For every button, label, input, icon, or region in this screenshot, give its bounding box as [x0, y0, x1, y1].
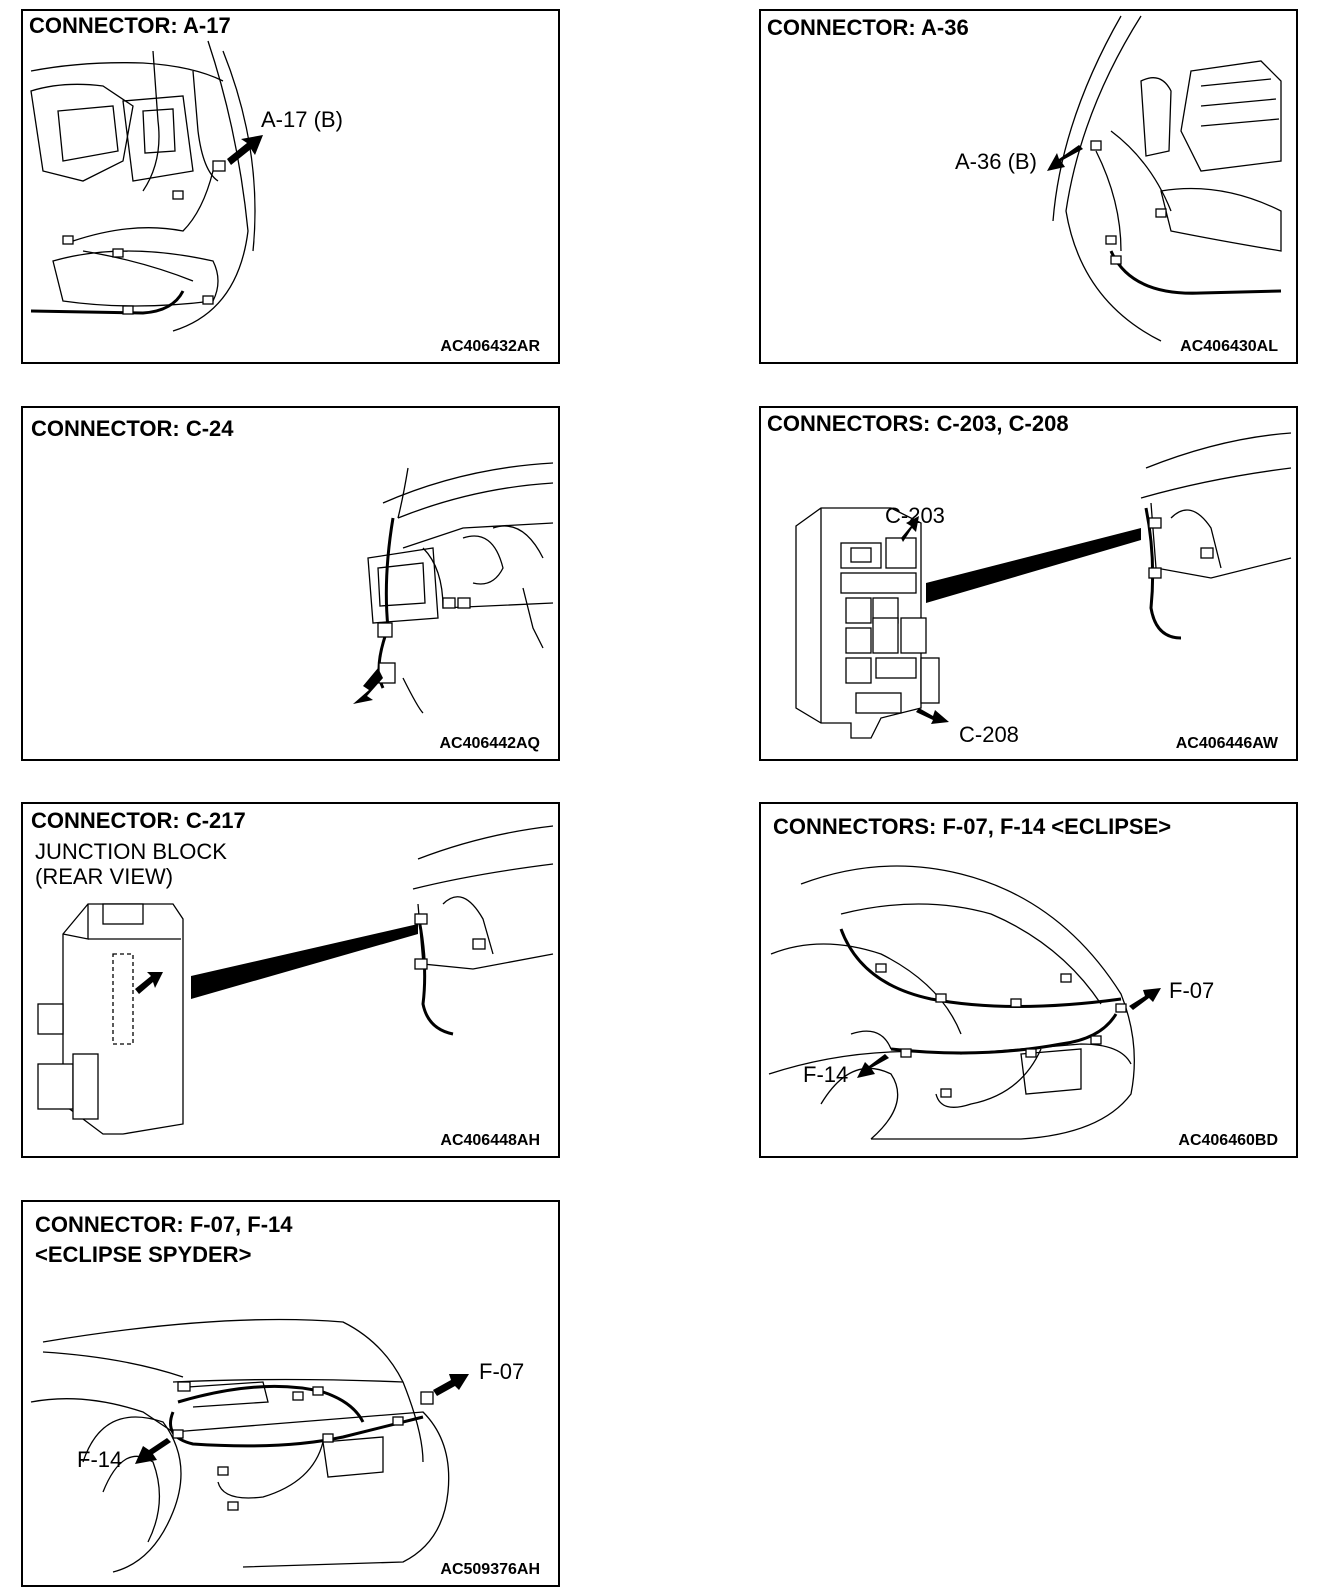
callout-label: A-36 (B) [955, 149, 1037, 174]
figure-code: AC406446AW [1175, 735, 1278, 752]
panel-title: CONNECTOR: F-07, F-14 [35, 1212, 293, 1237]
panel-title: CONNECTOR: C-24 [31, 416, 234, 441]
callout-label: F-07 [1169, 978, 1215, 1003]
panel-title: CONNECTOR: A-17 [29, 13, 231, 38]
callout-label: C-203 [885, 503, 945, 528]
callout-label: F-07 [479, 1359, 525, 1384]
panel-title: CONNECTOR: C-217 [31, 808, 246, 833]
engine-bay-illustration-a36 [1047, 15, 1282, 342]
panel-title: CONNECTORS: C-203, C-208 [767, 411, 1069, 436]
figure-code: AC406448AH [440, 1132, 540, 1149]
rear-car-illustration-eclipse [768, 865, 1161, 1140]
rear-car-illustration-spyder [30, 1318, 469, 1573]
panel-c203-c208: CONNECTORS: C-203, C-208 C-203 C-208 AC4… [759, 406, 1298, 761]
figure-code: AC406432AR [440, 338, 540, 355]
panel-subtitle: <ECLIPSE SPYDER> [35, 1242, 252, 1267]
panel-a36: CONNECTOR: A-36 A-36 (B) AC406430AL [759, 9, 1298, 364]
figure-code: AC509376AH [440, 1561, 540, 1578]
junction-block-illustration [37, 825, 554, 1135]
panel-subtitle: JUNCTION BLOCK [35, 839, 227, 864]
figure-code: AC406460BD [1178, 1132, 1278, 1149]
callout-label: A-17 (B) [261, 107, 343, 132]
panel-subtitle: (REAR VIEW) [35, 864, 174, 889]
callout-label: F-14 [77, 1447, 123, 1472]
engine-bay-illustration-a17 [30, 40, 263, 332]
relay-box-illustration [795, 432, 1292, 739]
panel-f07-f14-eclipse: CONNECTORS: F-07, F-14 <ECLIPSE> F-07 F-… [759, 802, 1298, 1158]
dashboard-illustration-c24 [353, 462, 554, 714]
figure-code: AC406430AL [1180, 338, 1278, 355]
panel-title: CONNECTORS: F-07, F-14 <ECLIPSE> [773, 814, 1172, 839]
panel-f07-f14-spyder: CONNECTOR: F-07, F-14 <ECLIPSE SPYDER> F… [21, 1200, 560, 1587]
panel-a17: CONNECTOR: A-17 A-17 (B) AC406432AR [21, 9, 560, 364]
panel-title: CONNECTOR: A-36 [767, 15, 969, 40]
callout-label: F-14 [803, 1062, 849, 1087]
figure-code: AC406442AQ [439, 735, 541, 752]
panel-c217: CONNECTOR: C-217 JUNCTION BLOCK (REAR VI… [21, 802, 560, 1158]
callout-label: C-208 [959, 722, 1019, 747]
panel-c24: CONNECTOR: C-24 AC406442AQ [21, 406, 560, 761]
